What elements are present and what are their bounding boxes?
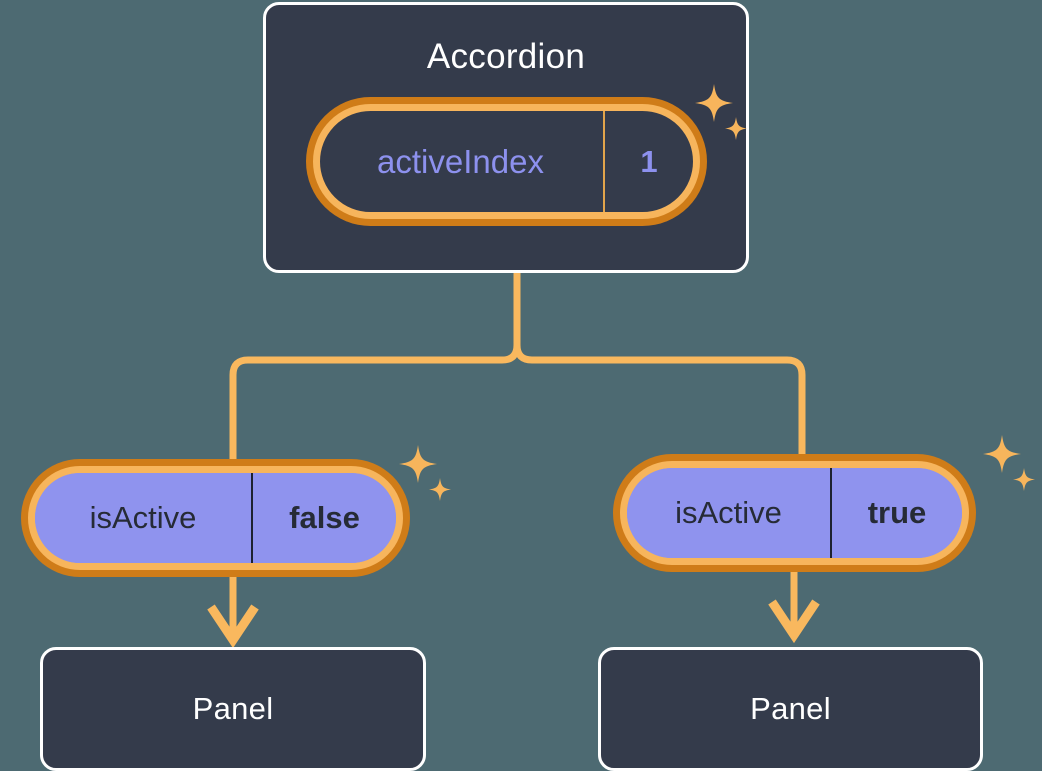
sparkle-group-right-branch xyxy=(983,435,1035,491)
arrow-down-icon-right xyxy=(768,567,820,644)
prop-pill-is-active-false[interactable]: isActive false xyxy=(28,466,403,570)
sparkle-icon xyxy=(983,435,1021,473)
sparkle-icon xyxy=(399,445,437,483)
panel-title: Panel xyxy=(750,691,831,726)
state-value-label: 1 xyxy=(640,143,658,179)
panel-title: Panel xyxy=(192,691,274,726)
panel-component-node-left[interactable]: Panel xyxy=(40,647,426,771)
accordion-title: Accordion xyxy=(426,37,586,76)
arrow-down-icon-left xyxy=(207,572,259,649)
panel-component-node-right[interactable]: Panel xyxy=(598,647,983,771)
state-pill-active-index[interactable]: activeIndex 1 xyxy=(313,104,700,219)
prop-key-label: isActive xyxy=(35,473,253,563)
state-key-label: activeIndex xyxy=(320,111,605,212)
sparkle-group-left-branch xyxy=(399,445,451,501)
tree-connector xyxy=(229,269,806,471)
sparkle-icon-small xyxy=(429,478,451,501)
prop-key-label: isActive xyxy=(627,468,832,558)
prop-value-label: false xyxy=(253,473,396,563)
prop-pill-is-active-true[interactable]: isActive true xyxy=(620,461,969,565)
prop-value-label: true xyxy=(832,468,962,558)
sparkle-icon-small xyxy=(1013,468,1035,491)
